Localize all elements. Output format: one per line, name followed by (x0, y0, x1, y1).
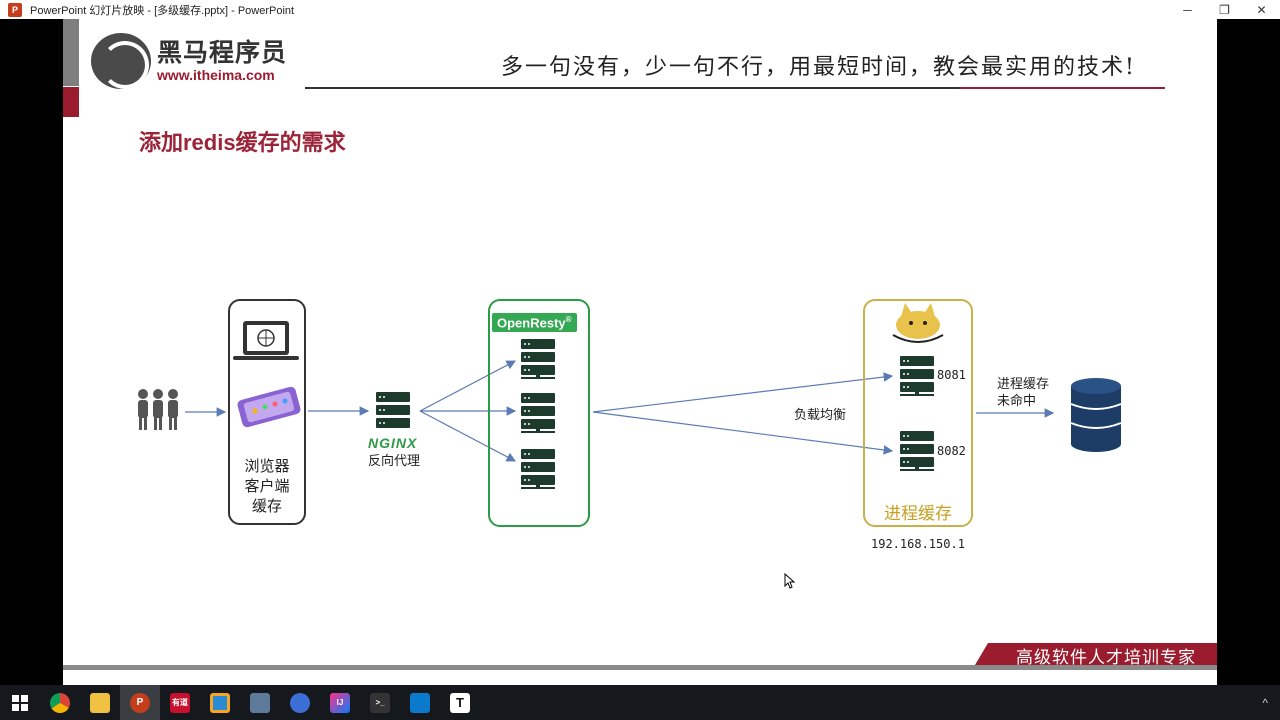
taskbar-app-4[interactable] (280, 685, 320, 720)
window-title: PowerPoint 幻灯片放映 - [多级缓存.pptx] - PowerPo… (30, 4, 295, 17)
window-controls: ─ ❐ ✕ (1169, 0, 1280, 19)
tomcat-icon (892, 303, 944, 343)
header-red-block (63, 87, 79, 117)
arrow-openresty-to-8082 (592, 411, 894, 455)
taskbar-powerpoint[interactable]: P (120, 685, 160, 720)
slide-bottom-bar (63, 665, 1217, 685)
smartphone-icon (237, 386, 301, 428)
chrome-icon (50, 692, 70, 713)
mouse-cursor-icon (784, 573, 796, 589)
taskbar-app-3[interactable] (240, 685, 280, 720)
openresty-box: OpenResty® (488, 299, 590, 527)
close-button[interactable]: ✕ (1256, 2, 1267, 17)
client-label-client: 客户端 (244, 478, 290, 495)
logo-url: www.itheima.com (157, 67, 275, 83)
cache-miss-label-1: 进程缓存 (997, 376, 1050, 391)
arrow-openresty-to-8081 (592, 372, 894, 413)
load-balance-label: 负载均衡 (794, 407, 847, 422)
powerpoint-app-icon: P (8, 2, 22, 17)
taskbar-typora[interactable]: T (440, 685, 480, 720)
nginx-server-icon (376, 392, 410, 428)
footer-text: 高级软件人才培训专家 (1016, 648, 1196, 665)
header-gray-block (63, 19, 79, 86)
horse-logo-icon (91, 33, 151, 89)
vscode-icon (410, 692, 430, 713)
taskbar-youdao[interactable]: 有道 (160, 685, 200, 720)
nginx-caption: 反向代理 (368, 453, 421, 468)
port-8081: 8081 (937, 368, 966, 382)
taskbar-chrome[interactable] (40, 685, 80, 720)
powerpoint-icon: P (130, 692, 150, 713)
client-label-browser: 浏览器 (244, 458, 290, 475)
server-ip: 192.168.150.1 (871, 537, 965, 551)
taskbar-vscode[interactable] (400, 685, 440, 720)
port-8082: 8082 (937, 444, 966, 458)
restore-button[interactable]: ❐ (1219, 2, 1230, 17)
app-icon-2 (210, 692, 230, 713)
slide[interactable]: 黑马程序员 www.itheima.com 多一句没有，少一句不行，用最短时间，… (63, 19, 1217, 665)
cache-miss-label-2: 未命中 (997, 393, 1037, 408)
footer-ribbon (975, 643, 1217, 665)
slogan-underline (305, 87, 1165, 89)
app-icon-3 (250, 692, 270, 713)
client-box: 浏览器 客户端 缓存 (228, 299, 306, 525)
tomcat-server-icon-8082 (900, 431, 934, 471)
nginx-logo-text: NGINX (368, 435, 418, 451)
registered-mark: ® (565, 315, 572, 324)
system-tray: ^ (1262, 685, 1268, 720)
tomcat-server-icon-8081 (900, 356, 934, 396)
architecture-diagram (138, 303, 1217, 665)
typora-icon: T (450, 692, 470, 713)
tomcat-box-label: 进程缓存 (884, 504, 952, 523)
slide-footer: 高级软件人才培训专家 (978, 639, 1217, 665)
taskbar-explorer[interactable] (80, 685, 120, 720)
openresty-server-icon-3 (521, 449, 555, 489)
openresty-server-icon-1 (521, 339, 555, 379)
terminal-icon: >_ (370, 692, 390, 713)
taskbar-terminal[interactable]: >_ (360, 685, 400, 720)
taskbar-app-2[interactable] (200, 685, 240, 720)
client-label-cache: 缓存 (251, 498, 282, 515)
itheima-logo: 黑马程序员 www.itheima.com (91, 33, 287, 89)
start-button[interactable] (0, 685, 40, 720)
youdao-icon: 有道 (170, 692, 190, 713)
logo-cn: 黑马程序员 (157, 39, 288, 67)
users-icon (138, 389, 178, 430)
intellij-icon: IJ (330, 692, 350, 713)
openresty-label-text: OpenResty (497, 315, 566, 331)
window-titlebar: P PowerPoint 幻灯片放映 - [多级缓存.pptx] - Power… (0, 0, 1280, 19)
arrow-nginx-to-server3 (419, 410, 517, 462)
openresty-label: OpenResty® (492, 313, 577, 333)
tray-caret-icon[interactable]: ^ (1262, 695, 1268, 710)
tomcat-box: 进程缓存 (863, 299, 973, 527)
slideshow-stage: 黑马程序员 www.itheima.com 多一句没有，少一句不行，用最短时间，… (0, 19, 1280, 685)
windows-start-icon (12, 694, 28, 711)
taskbar: P 有道 IJ >_ T ^ (0, 685, 1280, 720)
arrow-nginx-to-server1 (419, 360, 517, 412)
file-explorer-icon (90, 692, 110, 713)
taskbar-intellij[interactable]: IJ (320, 685, 360, 720)
minimize-button[interactable]: ─ (1183, 2, 1192, 17)
openresty-server-icon-2 (521, 393, 555, 433)
database-icon (1070, 378, 1122, 452)
laptop-icon (233, 321, 299, 360)
slide-title: 添加redis缓存的需求 (139, 130, 346, 155)
logo-text: 黑马程序员 www.itheima.com (157, 39, 287, 83)
slogan: 多一句没有，少一句不行，用最短时间，教会最实用的技术! (501, 55, 1136, 80)
slogan-underline-accent (960, 87, 1165, 89)
app-icon-4 (290, 692, 310, 713)
